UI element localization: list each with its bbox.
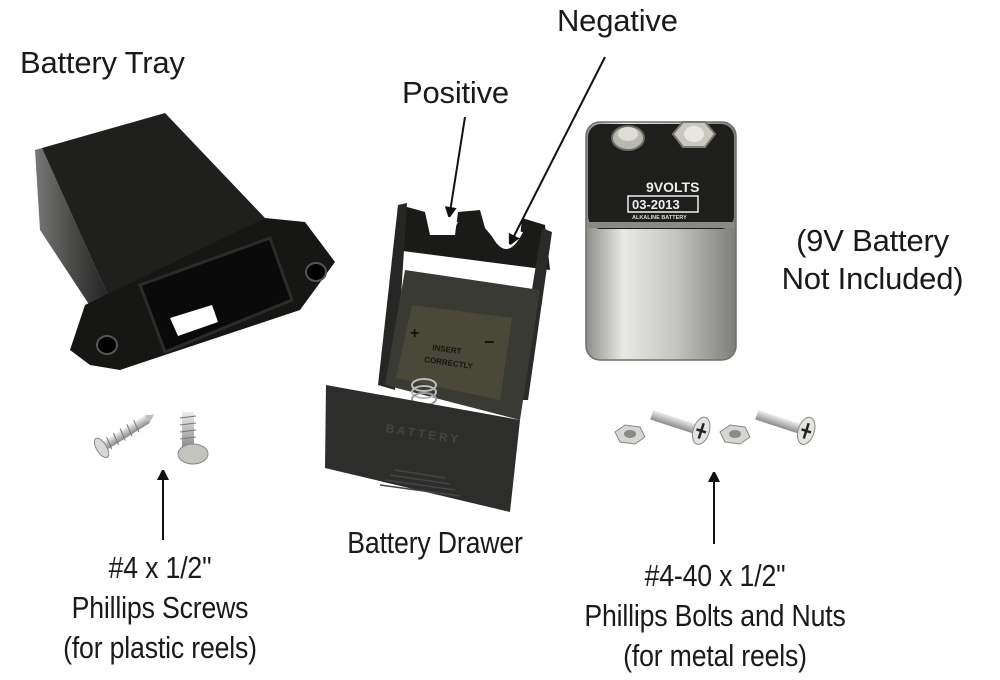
drawer-plus-marking: + (410, 325, 419, 342)
positive-arrow (450, 116, 466, 212)
screws-type: Phillips Screws (71, 590, 249, 625)
battery-drawer-label: Battery Drawer (347, 525, 523, 560)
battery-note-line-2: Not Included) (781, 261, 964, 296)
metal-reel-bolts-caption: #4-40 x 1/2" Phillips Bolts and Nuts (fo… (582, 556, 849, 676)
negative-arrow (512, 56, 606, 240)
battery-tray-image (35, 113, 335, 370)
battery-not-included-note: (9V Battery Not Included) (760, 222, 985, 298)
positive-terminal-label: Positive (402, 75, 509, 110)
bolts-usage: (for metal reels) (623, 638, 807, 673)
metal-reel-bolts-nuts-image (614, 410, 816, 445)
bolts-type: Phillips Bolts and Nuts (584, 598, 846, 633)
negative-terminal-label: Negative (557, 3, 678, 38)
bolts-size: #4-40 x 1/2" (644, 558, 786, 593)
battery-note-line-1: (9V Battery (796, 223, 949, 258)
drawer-minus-marking: − (484, 332, 495, 352)
nine-volt-battery-image: 9VOLTS 03-2013 ALKALINE BATTERY (585, 121, 737, 361)
screws-usage: (for plastic reels) (63, 630, 257, 665)
plastic-reel-screws-image (93, 412, 209, 465)
battery-date-code: 03-2013 (632, 197, 680, 212)
battery-drawer-image: + − INSERT CORRECTLY BATTERY (325, 203, 552, 512)
drawer-instruction-marking: INSERT (432, 343, 462, 356)
battery-tray-label: Battery Tray (20, 45, 185, 80)
screws-size: #4 x 1/2" (108, 550, 212, 585)
plastic-reel-screws-caption: #4 x 1/2" Phillips Screws (for plastic r… (31, 548, 289, 668)
battery-type-marking: ALKALINE BATTERY (632, 215, 687, 221)
battery-voltage-marking: 9VOLTS (646, 179, 699, 195)
